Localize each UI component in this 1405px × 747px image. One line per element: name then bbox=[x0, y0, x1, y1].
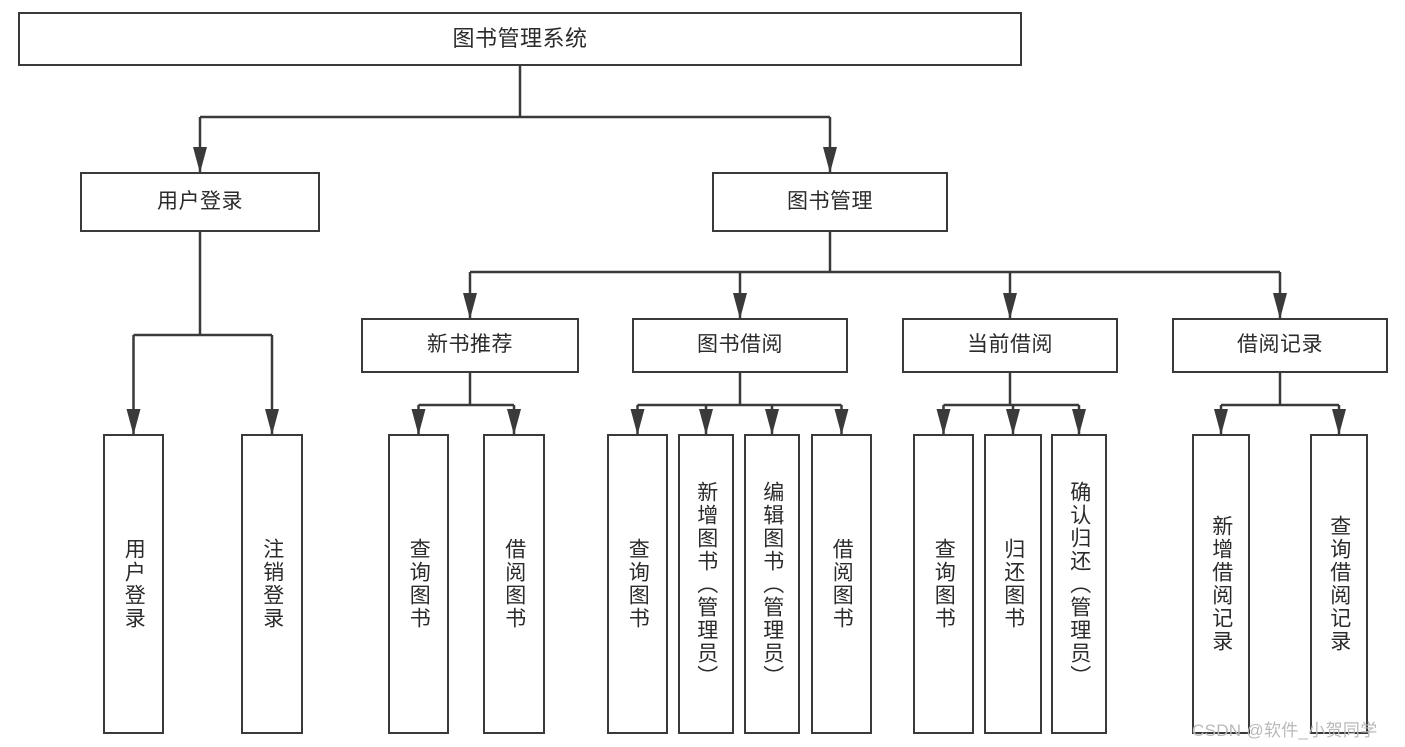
arrowhead-icon bbox=[265, 409, 279, 435]
arrowhead-icon bbox=[765, 409, 779, 435]
node-bookmgmt[interactable]: 图书管理 bbox=[712, 172, 948, 232]
node-label: 编辑图书（管理员） bbox=[760, 480, 784, 688]
node-label: 新增图书（管理员） bbox=[694, 480, 718, 688]
node-root[interactable]: 图书管理系统 bbox=[18, 12, 1022, 66]
arrowhead-icon bbox=[507, 409, 521, 435]
node-label: 当前借阅 bbox=[967, 333, 1053, 357]
watermark: CSDN @软件_小贺同学 bbox=[1192, 721, 1378, 740]
arrowhead-icon bbox=[126, 409, 141, 435]
node-label: 确认归还（管理员） bbox=[1067, 480, 1091, 688]
arrowhead-icon bbox=[834, 409, 849, 435]
node-newbook[interactable]: 新书推荐 bbox=[361, 318, 579, 373]
arrowhead-icon bbox=[463, 293, 477, 319]
node-current[interactable]: 当前借阅 bbox=[902, 318, 1118, 373]
node-login[interactable]: 用户登录 bbox=[80, 172, 320, 232]
arrowhead-icon bbox=[193, 147, 207, 173]
node-leaf-11[interactable]: 确认归还（管理员） bbox=[1051, 434, 1107, 734]
node-leaf-1[interactable]: 用户登录 bbox=[103, 434, 164, 734]
node-label: 归还图书 bbox=[1001, 538, 1025, 630]
node-records[interactable]: 借阅记录 bbox=[1172, 318, 1388, 373]
node-label: 借阅图书 bbox=[830, 538, 854, 630]
node-leaf-7[interactable]: 编辑图书（管理员） bbox=[744, 434, 800, 734]
arrowhead-icon bbox=[1273, 293, 1287, 319]
node-leaf-13[interactable]: 查询借阅记录 bbox=[1310, 434, 1368, 734]
arrowhead-icon bbox=[823, 147, 837, 173]
arrowhead-icon bbox=[699, 409, 713, 435]
arrowhead-icon bbox=[936, 409, 951, 435]
arrowhead-icon bbox=[1006, 409, 1020, 435]
node-label: 图书管理 bbox=[787, 189, 873, 213]
node-label: 查询图书 bbox=[407, 538, 431, 630]
node-label: 借阅图书 bbox=[502, 538, 526, 630]
node-leaf-5[interactable]: 查询图书 bbox=[607, 434, 668, 734]
node-label: 查询图书 bbox=[626, 538, 650, 630]
arrowhead-icon bbox=[630, 409, 645, 435]
node-label: 查询图书 bbox=[932, 538, 956, 630]
node-label: 新书推荐 bbox=[427, 333, 513, 357]
node-label: 图书管理系统 bbox=[452, 26, 588, 52]
arrowhead-icon bbox=[1003, 293, 1017, 319]
arrowhead-icon bbox=[1214, 409, 1228, 435]
node-label: 用户登录 bbox=[122, 538, 146, 630]
node-leaf-3[interactable]: 查询图书 bbox=[388, 434, 449, 734]
node-leaf-12[interactable]: 新增借阅记录 bbox=[1192, 434, 1250, 734]
node-leaf-10[interactable]: 归还图书 bbox=[984, 434, 1042, 734]
node-leaf-8[interactable]: 借阅图书 bbox=[811, 434, 872, 734]
node-leaf-2[interactable]: 注销登录 bbox=[241, 434, 303, 734]
node-leaf-4[interactable]: 借阅图书 bbox=[483, 434, 545, 734]
node-leaf-9[interactable]: 查询图书 bbox=[913, 434, 974, 734]
node-label: 用户登录 bbox=[157, 189, 243, 213]
node-label: 查询借阅记录 bbox=[1327, 515, 1351, 653]
node-label: 新增借阅记录 bbox=[1209, 515, 1233, 653]
node-leaf-6[interactable]: 新增图书（管理员） bbox=[678, 434, 734, 734]
node-label: 借阅记录 bbox=[1237, 333, 1323, 357]
arrowhead-icon bbox=[1072, 409, 1086, 435]
node-borrow[interactable]: 图书借阅 bbox=[632, 318, 848, 373]
arrowhead-icon bbox=[411, 409, 426, 435]
arrowhead-icon bbox=[1332, 409, 1346, 435]
node-label: 注销登录 bbox=[260, 538, 284, 630]
arrowhead-icon bbox=[733, 293, 747, 319]
node-label: 图书借阅 bbox=[697, 333, 783, 357]
